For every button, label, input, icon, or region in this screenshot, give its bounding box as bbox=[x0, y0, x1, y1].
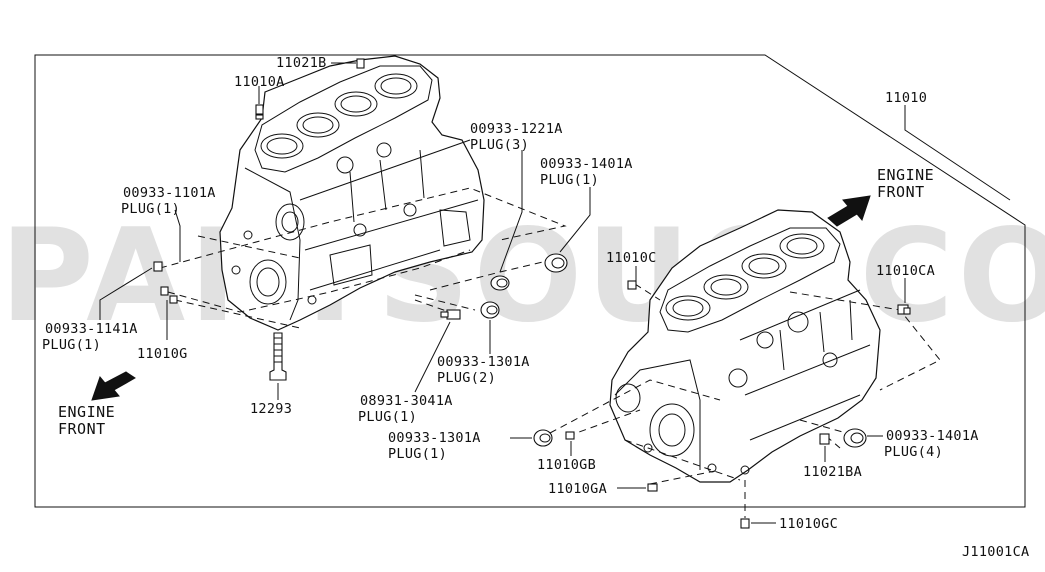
part-11010A[interactable] bbox=[255, 104, 264, 120]
part-11010G[interactable] bbox=[160, 286, 178, 304]
callout-00933-1301A-low-desc: PLUG(1) bbox=[388, 446, 447, 462]
callout-00933-1101A[interactable]: 00933-1101A bbox=[123, 185, 216, 201]
callout-12293[interactable]: 12293 bbox=[250, 401, 292, 417]
part-00933-1221A[interactable] bbox=[490, 275, 510, 291]
dashed-guides-left bbox=[159, 187, 567, 329]
callout-00933-1221A-desc: PLUG(3) bbox=[470, 137, 529, 153]
part-00933-1401A-top[interactable] bbox=[544, 253, 568, 273]
part-00933-1141A[interactable] bbox=[153, 261, 163, 272]
part-11010C[interactable] bbox=[627, 280, 637, 290]
part-11021B[interactable] bbox=[356, 58, 365, 69]
part-11010GA[interactable] bbox=[647, 483, 658, 492]
callout-00933-1301A-mid-desc: PLUG(2) bbox=[437, 370, 496, 386]
part-11010CA[interactable] bbox=[897, 304, 911, 315]
callout-00933-1301A-mid[interactable]: 00933-1301A bbox=[437, 354, 530, 370]
callout-00933-1401A-top-desc: PLUG(1) bbox=[540, 172, 599, 188]
part-00933-1401A-low[interactable] bbox=[843, 428, 867, 448]
leader-lines bbox=[99, 62, 1011, 524]
callout-11021BA[interactable]: 11021BA bbox=[803, 464, 862, 480]
callout-00933-1301A-low[interactable]: 00933-1301A bbox=[388, 430, 481, 446]
part-00933-1301A-low[interactable] bbox=[533, 429, 553, 447]
callout-11010G[interactable]: 11010G bbox=[137, 346, 188, 362]
diagram-id: J11001CA bbox=[962, 544, 1029, 560]
callout-00933-1141A[interactable]: 00933-1141A bbox=[45, 321, 138, 337]
part-08931-3041A[interactable] bbox=[440, 309, 461, 320]
callout-00933-1221A[interactable]: 00933-1221A bbox=[470, 121, 563, 137]
callout-11010[interactable]: 11010 bbox=[885, 90, 927, 106]
callout-11010C[interactable]: 11010C bbox=[606, 250, 657, 266]
callout-00933-1101A-desc: PLUG(1) bbox=[121, 201, 180, 217]
callout-00933-1401A-low-desc: PLUG(4) bbox=[884, 444, 943, 460]
callout-08931-3041A[interactable]: 08931-3041A bbox=[360, 393, 453, 409]
engine-front-arrow-right bbox=[827, 195, 871, 227]
engine-block-left[interactable] bbox=[219, 55, 485, 331]
engine-front-label-right-line2: FRONT bbox=[877, 183, 925, 201]
engine-front-label-left-line1: ENGINE bbox=[58, 403, 115, 421]
engine-front-arrow-left bbox=[91, 371, 136, 401]
callout-11010GC[interactable]: 11010GC bbox=[779, 516, 838, 532]
dashed-guides-right bbox=[549, 283, 941, 518]
engine-front-label-right-line1: ENGINE bbox=[877, 166, 934, 184]
callout-11021B[interactable]: 11021B bbox=[276, 55, 327, 71]
callout-00933-1401A-top[interactable]: 00933-1401A bbox=[540, 156, 633, 172]
callout-11010GA[interactable]: 11010GA bbox=[548, 481, 607, 497]
callout-00933-1141A-desc: PLUG(1) bbox=[42, 337, 101, 353]
callout-08931-3041A-desc: PLUG(1) bbox=[358, 409, 417, 425]
callout-11010CA[interactable]: 11010CA bbox=[876, 263, 935, 279]
part-11010GC[interactable] bbox=[740, 518, 750, 529]
callout-11010A[interactable]: 11010A bbox=[234, 74, 285, 90]
part-00933-1301A-mid[interactable] bbox=[480, 301, 500, 319]
part-11021BA[interactable] bbox=[819, 433, 830, 445]
engine-front-label-left-line2: FRONT bbox=[58, 420, 106, 438]
callout-00933-1401A-low[interactable]: 00933-1401A bbox=[886, 428, 979, 444]
part-12293[interactable] bbox=[269, 332, 287, 381]
diagram-frame bbox=[34, 54, 1026, 508]
part-11010GB[interactable] bbox=[565, 431, 575, 440]
callout-11010GB[interactable]: 11010GB bbox=[537, 457, 596, 473]
